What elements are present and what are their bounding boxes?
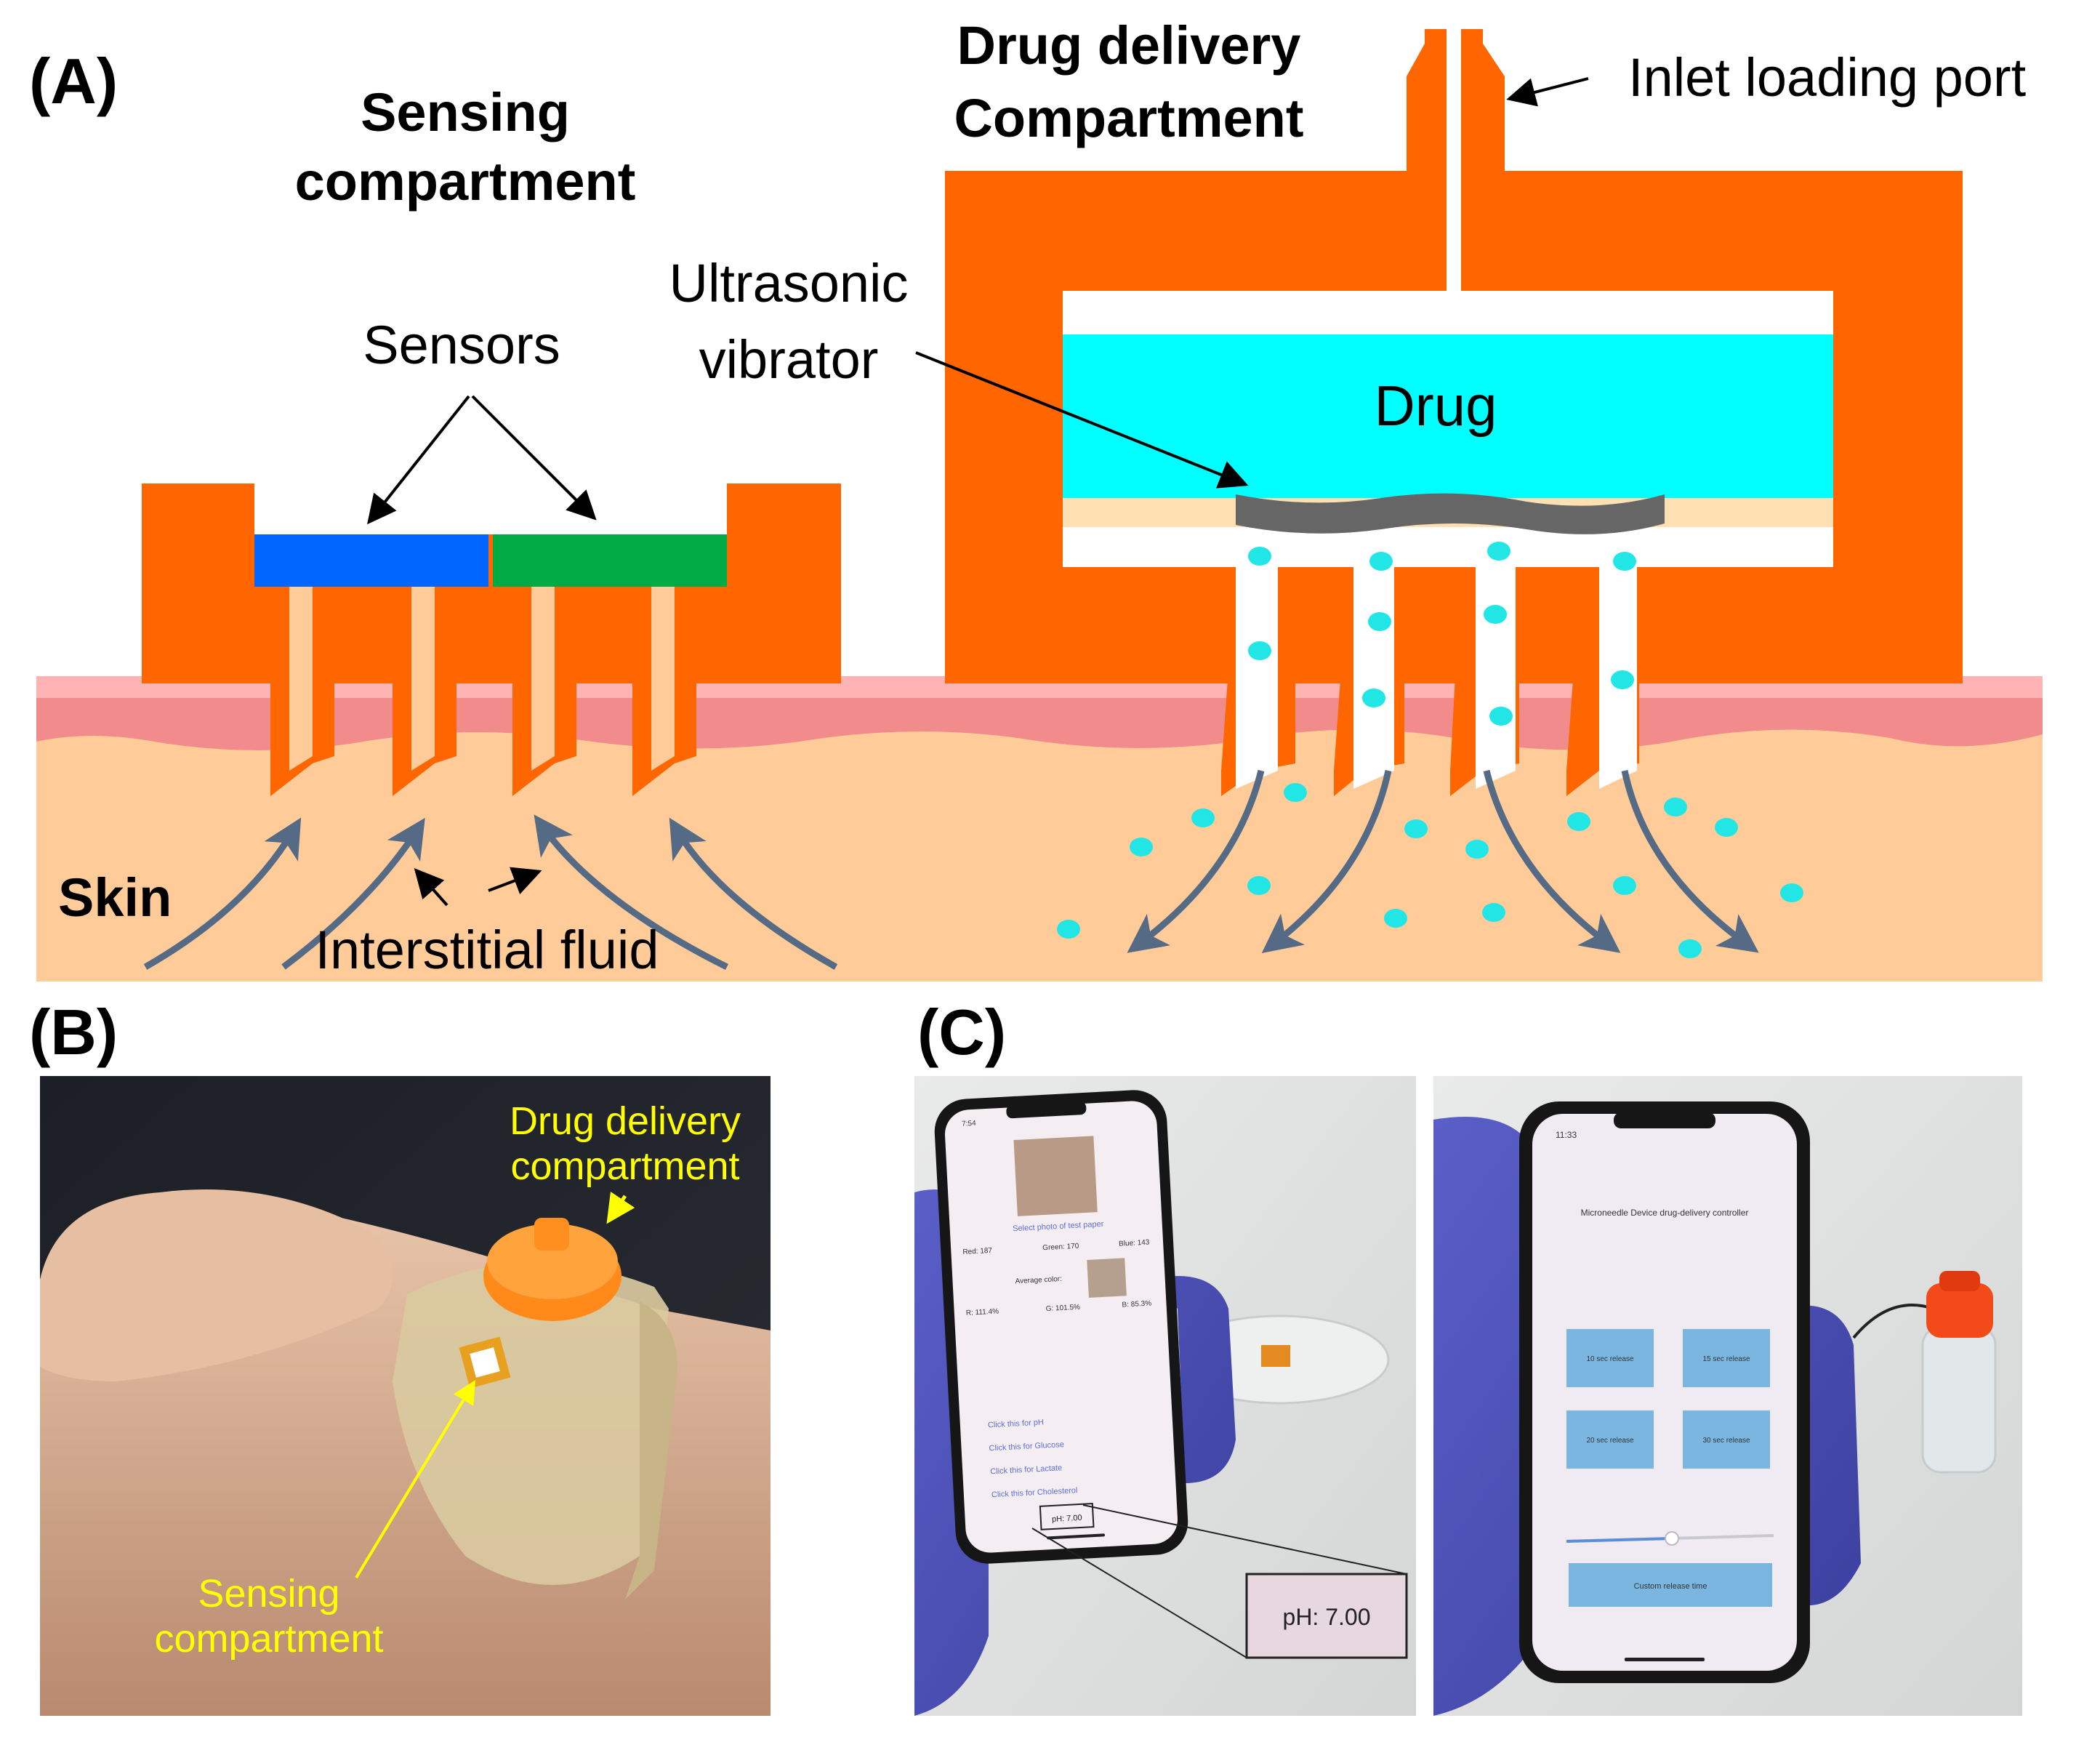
inlet-port-label: Inlet loading port — [1628, 47, 2027, 108]
sensor-blue — [254, 534, 488, 587]
release-20-label: 20 sec release — [1586, 1437, 1633, 1445]
release-slider-thumb[interactable] — [1665, 1531, 1679, 1546]
controller-title: Microneedle Device drug-delivery control… — [1581, 1208, 1749, 1218]
vial-cap — [1926, 1283, 1993, 1338]
fluid-flow-arrows — [143, 769, 1759, 971]
delivery-microneedles — [1221, 567, 1639, 796]
release-20-button[interactable] — [1566, 1410, 1654, 1469]
drug-particles — [1057, 542, 1803, 958]
ultrasonic-label-1: Ultrasonic — [669, 253, 909, 313]
ph-result-small: pH: 7.00 — [1052, 1514, 1082, 1524]
sensing-microneedles — [270, 587, 696, 796]
panel-c-label: (C) — [917, 996, 1006, 1068]
green-value: Green: 170 — [1042, 1243, 1079, 1253]
b-sensing-label-2: compartment — [154, 1617, 383, 1661]
ultrasonic-label-2: vibrator — [699, 329, 879, 390]
panel-a: (A) Sensing compartment Drug delivery Co… — [29, 15, 2043, 982]
vial-body — [1921, 1325, 1997, 1474]
vial-cable — [1852, 1304, 1934, 1339]
right-phone-screen — [1532, 1114, 1797, 1671]
link-glucose[interactable]: Click this for Glucose — [989, 1440, 1064, 1453]
ultrasonic-vibrator — [1236, 493, 1665, 534]
release-30-label: 30 sec release — [1702, 1437, 1750, 1445]
b-percent: B: 85.3% — [1122, 1299, 1151, 1309]
panel-b-label: (B) — [29, 996, 118, 1068]
inner-white-top — [1063, 291, 1833, 334]
panel-c: (C) 7:54 Select photo of test paper Red:… — [914, 996, 2022, 1716]
b-drug-arrow — [606, 1191, 635, 1224]
test-paper-photo[interactable] — [1013, 1136, 1098, 1216]
right-phone-time: 11:33 — [1556, 1130, 1577, 1140]
drug-reservoir — [1063, 334, 1833, 498]
bracelet — [393, 1263, 669, 1585]
release-10-button[interactable] — [1566, 1329, 1654, 1387]
skin-label: Skin — [58, 867, 172, 928]
release-15-label: 15 sec release — [1702, 1355, 1750, 1363]
drug-title-2: Compartment — [954, 88, 1303, 148]
zoom-line-bottom — [1031, 1528, 1247, 1658]
ph-result-box — [1039, 1503, 1095, 1530]
photo-c-left: 7:54 Select photo of test paper Red: 187… — [914, 1076, 1416, 1716]
link-lactate[interactable]: Click this for Lactate — [990, 1464, 1063, 1476]
fist — [40, 1189, 393, 1381]
release-10-label: 10 sec release — [1586, 1355, 1633, 1363]
panel-a-label: (A) — [29, 45, 118, 117]
r-percent: R: 111.4% — [966, 1307, 999, 1317]
ph-result-zoom: pH: 7.00 — [1283, 1604, 1371, 1630]
sensor-green — [493, 534, 727, 587]
ph-zoom-box — [1245, 1573, 1408, 1659]
custom-release-button[interactable] — [1569, 1563, 1772, 1607]
left-phone-screen — [944, 1101, 1178, 1553]
drug-label: Drug — [1374, 374, 1497, 438]
annotation-arrows — [367, 77, 1589, 907]
link-ph[interactable]: Click this for pH — [988, 1418, 1045, 1429]
zoom-line-top — [1082, 1504, 1407, 1575]
sensing-title-1: Sensing — [361, 82, 570, 143]
drug-title-1: Drug delivery — [957, 15, 1301, 76]
release-slider-fill — [1566, 1537, 1673, 1543]
g-percent: G: 101.5% — [1045, 1304, 1080, 1313]
b-drug-label-2: compartment — [510, 1144, 739, 1188]
sensing-compartment — [142, 483, 841, 796]
average-color-swatch — [1087, 1258, 1127, 1298]
photo-c-right: 11:33 Microneedle Device drug-delivery c… — [1433, 1076, 2022, 1716]
custom-release-label: Custom release time — [1634, 1582, 1707, 1591]
red-value: Red: 187 — [962, 1247, 993, 1256]
left-phone-time: 7:54 — [962, 1120, 976, 1128]
b-drug-label-1: Drug delivery — [510, 1099, 741, 1143]
interstitial-fluid-label: Interstitial fluid — [315, 920, 659, 980]
average-color-label: Average color: — [1015, 1275, 1062, 1285]
inner-white-bottom — [1063, 527, 1833, 567]
release-30-button[interactable] — [1683, 1410, 1770, 1469]
sensors-label: Sensors — [363, 315, 560, 375]
panel-b: (B) Drug delivery compartment Sensing co… — [29, 996, 771, 1716]
sensing-title-2: compartment — [295, 151, 636, 212]
release-15-button[interactable] — [1683, 1329, 1770, 1387]
drug-delivery-compartment — [945, 29, 1963, 958]
blue-value: Blue: 143 — [1119, 1238, 1150, 1248]
b-sensing-arrow — [355, 1380, 476, 1579]
b-sensing-label-1: Sensing — [198, 1572, 339, 1615]
